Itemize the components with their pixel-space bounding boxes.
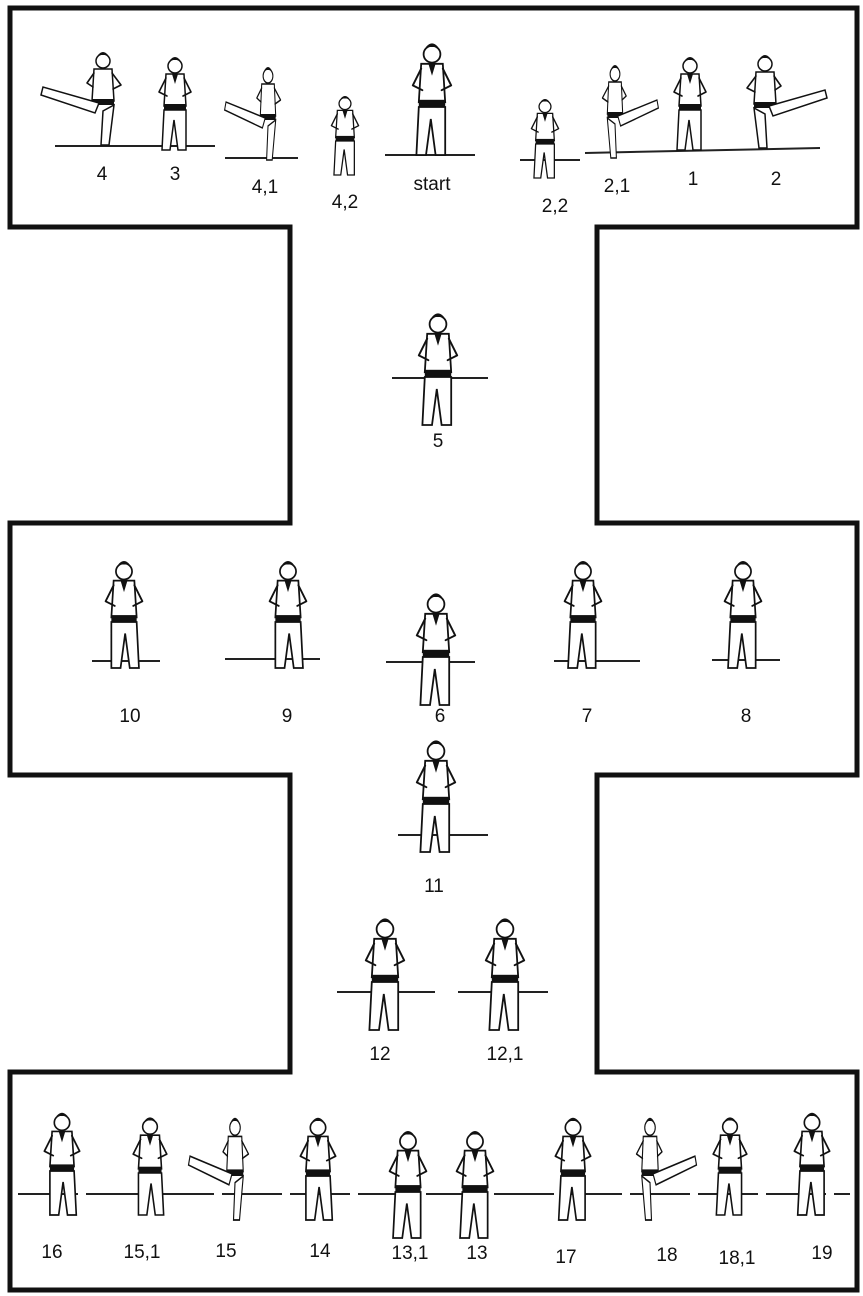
label-move-16: 16 [41, 1242, 62, 1263]
figure-move-15-icon [189, 1118, 249, 1220]
figure-move-2-1-icon [602, 65, 658, 158]
figure-move-10-icon [106, 561, 143, 668]
label-move-1: 1 [688, 169, 699, 190]
label-move-10: 10 [119, 706, 140, 727]
figure-move-2-icon [747, 55, 827, 148]
label-start: start [414, 174, 452, 195]
figure-move-7-icon [565, 561, 602, 668]
label-move-19: 19 [811, 1243, 832, 1264]
figure-move-16-icon [44, 1113, 79, 1215]
label-move-12: 12 [369, 1044, 390, 1065]
label-move-14: 14 [309, 1241, 331, 1262]
figure-move-13-1-icon [390, 1131, 427, 1238]
label-move-2-2: 2,2 [542, 196, 568, 217]
label-move-2: 2 [771, 169, 782, 190]
upper-corridor: 5 [392, 313, 488, 452]
figure-move-19-icon [794, 1113, 829, 1215]
label-move-4: 4 [97, 164, 108, 185]
figure-move-3-icon [159, 57, 191, 150]
label-move-4-1: 4,1 [252, 177, 278, 198]
label-move-18-1: 18,1 [719, 1248, 756, 1269]
figure-move-4-1-icon [225, 67, 281, 160]
label-move-7: 7 [582, 706, 593, 727]
figure-move-12-icon [366, 918, 404, 1030]
label-move-9: 9 [282, 706, 293, 727]
figure-move-18-icon [637, 1118, 697, 1220]
label-move-5: 5 [433, 431, 444, 452]
label-move-8: 8 [741, 706, 752, 727]
label-move-2-1: 2,1 [604, 176, 630, 197]
label-move-13: 13 [466, 1243, 487, 1264]
figure-move-12-1-icon [486, 918, 524, 1030]
figure-move-9-icon [270, 561, 307, 668]
bottom-row: 16 15,1 15 14 13,1 13 17 18 18,1 19 [18, 1113, 850, 1269]
lower-corridor: 11 12 12,1 [337, 740, 548, 1065]
label-move-12-1: 12,1 [487, 1044, 524, 1065]
label-move-4-2: 4,2 [332, 192, 358, 213]
figure-start-icon [413, 43, 451, 155]
figure-move-13-icon [457, 1131, 494, 1238]
figure-move-8-icon [725, 561, 762, 668]
figure-move-15-1-icon [133, 1117, 167, 1215]
label-move-13-1: 13,1 [392, 1243, 429, 1264]
figure-move-17-icon [555, 1118, 590, 1220]
top-row: 4 3 4,1 4,2 start 2,2 2,1 1 2 [41, 43, 827, 217]
label-move-17: 17 [555, 1247, 576, 1268]
figure-move-18-1-icon [713, 1117, 747, 1215]
figure-move-1-icon [674, 57, 706, 150]
middle-row: 10 9 6 7 8 [92, 561, 780, 727]
label-move-3: 3 [170, 164, 181, 185]
figure-move-4-2-icon [331, 96, 358, 175]
label-move-11: 11 [424, 876, 444, 897]
label-move-18: 18 [656, 1245, 677, 1266]
label-move-15: 15 [215, 1241, 236, 1262]
figure-move-5-icon [419, 313, 457, 425]
figure-move-6-icon [417, 593, 455, 705]
label-move-6: 6 [435, 706, 446, 727]
figure-move-14-icon [300, 1118, 335, 1220]
figure-move-4-icon [41, 52, 121, 145]
label-move-15-1: 15,1 [124, 1242, 161, 1263]
figure-move-2-2-icon [531, 99, 558, 178]
